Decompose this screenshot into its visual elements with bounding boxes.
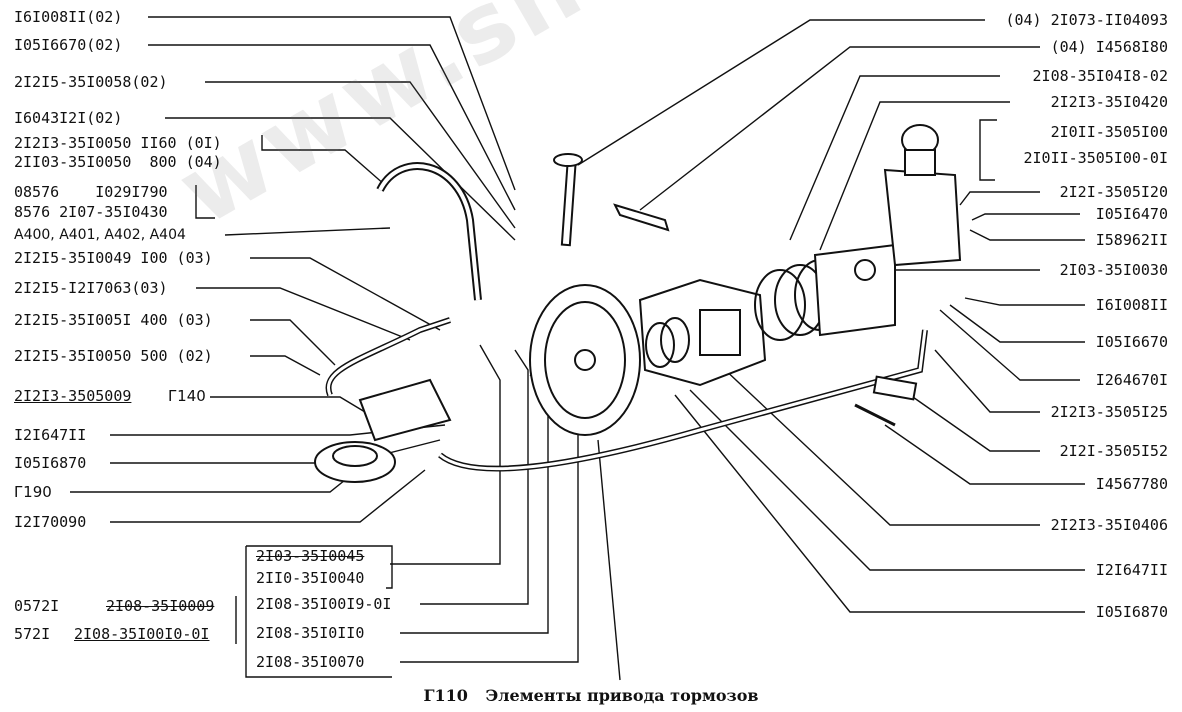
label-part: I2I647II <box>14 426 87 444</box>
label-part: 2I2I5-35I0050 500 (02) <box>14 347 213 365</box>
label-part: I6I008II <box>1095 296 1168 314</box>
label-part: I58962II <box>1095 231 1168 249</box>
label-part: 2I2I3-35I0406 <box>1050 516 1168 534</box>
label-part: 2I2I5-I2I7063(03) <box>14 279 168 297</box>
label-part: 2I08-35I00I9-0I <box>256 595 392 613</box>
label-part: 2I08-35I0070 <box>256 653 365 671</box>
label-part: I05I6470 <box>1095 205 1168 223</box>
label-part: 2I2I5-35I0049 I00 (03) <box>14 249 213 267</box>
label-part: 2I0II-3505I00-0I <box>1023 149 1169 167</box>
label-part: 2I08-35I04I8-02 <box>1032 67 1168 85</box>
valve-body <box>358 378 452 442</box>
label-part: I264670I <box>1095 371 1168 389</box>
label-part: A400, A401, A402, A404 <box>14 227 186 243</box>
label-part: Г190 <box>14 483 52 501</box>
label-part: (04) 2I073-II04093 <box>1005 11 1168 29</box>
label-part: 2I08-35I0II0 <box>256 624 365 642</box>
label-part: (04) I4568I80 <box>1050 38 1168 56</box>
label-part: I2I647II <box>1095 561 1168 579</box>
label-part: 0572I <box>14 597 60 615</box>
label-part: I05I6670(02) <box>14 36 123 54</box>
label-part: I05I6670 <box>1095 333 1168 351</box>
label-part: 2I2I5-35I005I 400 (03) <box>14 311 213 329</box>
label-part: I05I6870 <box>14 454 87 472</box>
caption-title: Элементы привода тормозов <box>485 686 759 705</box>
label-part: 2I08-35I0009 <box>106 597 215 615</box>
parts <box>314 124 962 483</box>
label-part: 2I2I3-3505009 <box>14 387 132 405</box>
label-part: 2I03-35I0030 <box>1059 261 1168 279</box>
caption: Г110 Элементы привода тормозов <box>0 686 1182 705</box>
label-part: 2I2I3-3505I25 <box>1050 403 1168 421</box>
label-part: 2I0II-3505I00 <box>1050 123 1168 141</box>
label-part: I6043I2I(02) <box>14 109 123 127</box>
label-part: 2I2I-3505I52 <box>1059 442 1168 460</box>
label-part: Г140 <box>168 387 206 405</box>
label-part: I2I70090 <box>14 513 87 531</box>
label-part: 8576 2I07-35I0430 <box>14 203 168 221</box>
label-part: 2I03-35I0045 <box>256 547 365 565</box>
label-part: 2II03-35I0050 800 (04) <box>14 153 222 171</box>
threaded-rod <box>854 403 896 427</box>
label-part: 2I2I5-35I0058(02) <box>14 73 168 91</box>
label-part: 08576 I029I790 <box>14 183 168 201</box>
caption-code: Г110 <box>423 686 468 705</box>
label-part: 572I <box>14 625 51 643</box>
label-part: 2I2I-3505I20 <box>1059 183 1168 201</box>
clip <box>872 375 918 401</box>
label-part: 2I08-35I00I0-0I <box>74 625 210 643</box>
label-part: I05I6870 <box>1095 603 1168 621</box>
label-part: 2II0-35I0040 <box>256 569 365 587</box>
label-part: 2I2I3-35I0420 <box>1050 93 1168 111</box>
label-part: 2I2I3-35I0050 II60 (0I) <box>14 134 222 152</box>
label-part: I6I008II(02) <box>14 8 123 26</box>
bracket-arm <box>613 203 670 232</box>
label-part: I4567780 <box>1095 475 1168 493</box>
